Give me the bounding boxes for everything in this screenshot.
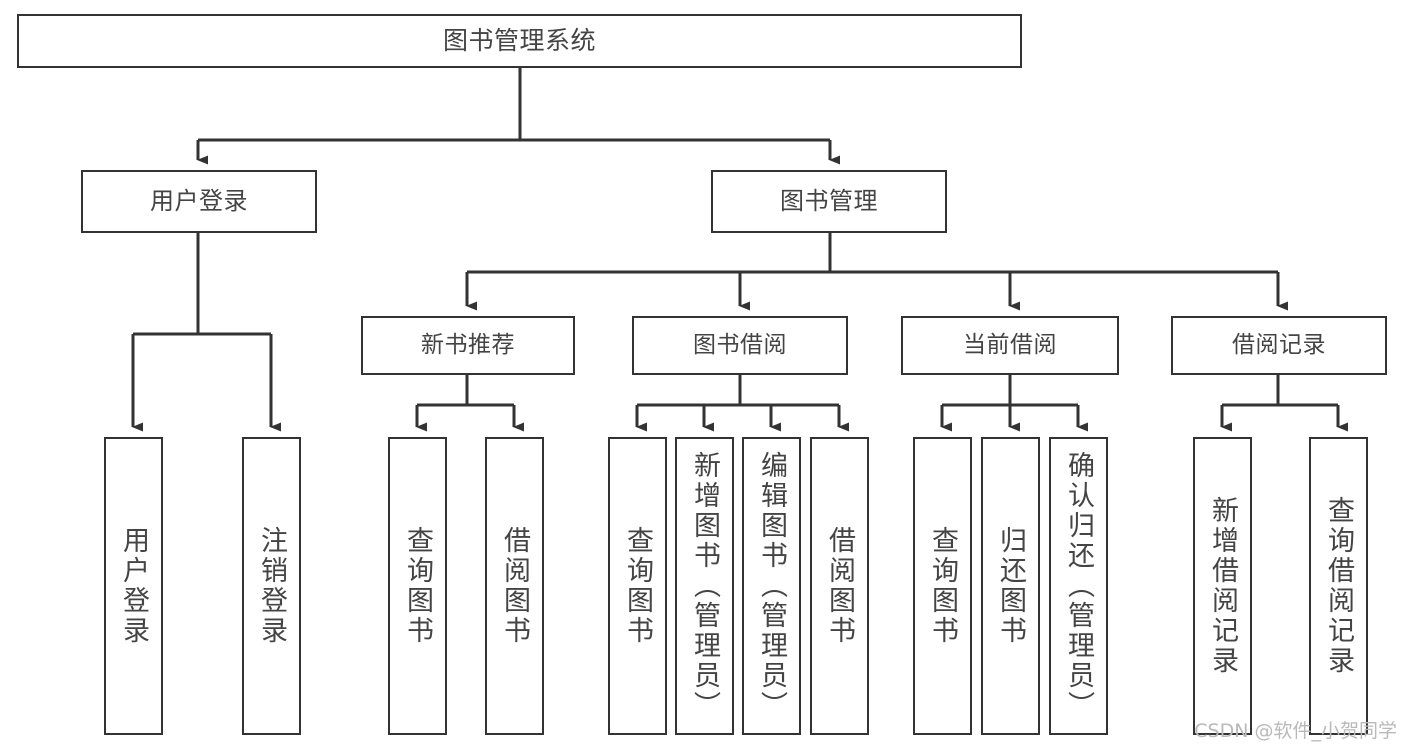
leaf-user-login-logout[interactable]: 注销登录 — [242, 437, 301, 735]
leaf-record-add-borrow-record[interactable]: 新增借阅记录 — [1193, 437, 1252, 735]
new-book-recommend-subtree-edges — [415, 375, 524, 432]
leaf-current-query-book[interactable]: 查询图书 — [913, 437, 972, 735]
leaf-user-login-login[interactable]: 用户登录 — [104, 437, 163, 735]
node-new-book-recommend[interactable]: 新书推荐 — [361, 316, 575, 375]
node-user-login[interactable]: 用户登录 — [81, 170, 317, 233]
node-root-system[interactable]: 图书管理系统 — [17, 14, 1022, 68]
leaf-current-return-book[interactable]: 归还图书 — [981, 437, 1040, 735]
node-label: 查询借阅记录 — [1323, 496, 1354, 676]
leaf-borrow-borrow-book[interactable]: 借阅图书 — [810, 437, 869, 735]
node-label: 新书推荐 — [421, 331, 515, 358]
csdn-watermark: CSDN @软件_小贺同学 — [1194, 720, 1397, 742]
borrow-record-subtree-edges — [1220, 375, 1348, 432]
leaf-recommend-borrow-book[interactable]: 借阅图书 — [485, 437, 544, 735]
node-book-borrow[interactable]: 图书借阅 — [632, 316, 848, 375]
node-label: 用户登录 — [150, 187, 248, 216]
book-manage-to-level3-edges — [465, 233, 1288, 311]
node-label: 图书借阅 — [693, 331, 787, 358]
leaf-borrow-add-book-admin[interactable]: 新增图书（管理员） — [675, 437, 734, 735]
node-label: 借阅图书 — [824, 526, 855, 646]
node-label: 编辑图书（管理员） — [756, 451, 787, 721]
node-label: 图书管理 — [780, 187, 878, 216]
node-label: 当前借阅 — [963, 331, 1057, 358]
node-label: 借阅记录 — [1232, 331, 1326, 358]
node-current-borrow[interactable]: 当前借阅 — [901, 316, 1119, 375]
current-borrow-subtree-edges — [940, 375, 1088, 432]
node-label: 新增借阅记录 — [1207, 496, 1238, 676]
node-label: 确认归还（管理员） — [1063, 451, 1094, 721]
leaf-record-query-borrow-record[interactable]: 查询借阅记录 — [1309, 437, 1368, 735]
node-label: 查询图书 — [927, 526, 958, 646]
book-borrow-subtree-edges — [635, 375, 849, 432]
node-book-management[interactable]: 图书管理 — [711, 170, 947, 233]
node-label: 注销登录 — [256, 526, 287, 646]
leaf-current-confirm-return-admin[interactable]: 确认归还（管理员） — [1049, 437, 1108, 735]
leaf-borrow-query-book[interactable]: 查询图书 — [608, 437, 667, 735]
leaf-borrow-edit-book-admin[interactable]: 编辑图书（管理员） — [742, 437, 801, 735]
node-label: 新增图书（管理员） — [689, 451, 720, 721]
node-label: 图书管理系统 — [442, 26, 596, 55]
node-label: 查询图书 — [622, 526, 653, 646]
node-borrow-record[interactable]: 借阅记录 — [1171, 316, 1387, 375]
node-label: 借阅图书 — [499, 526, 530, 646]
node-label: 归还图书 — [995, 526, 1026, 646]
node-label: 用户登录 — [118, 526, 149, 646]
root-to-level2-edges — [196, 68, 840, 165]
user-login-subtree-edges — [131, 233, 281, 432]
node-label: 查询图书 — [402, 526, 433, 646]
leaf-recommend-query-book[interactable]: 查询图书 — [388, 437, 447, 735]
